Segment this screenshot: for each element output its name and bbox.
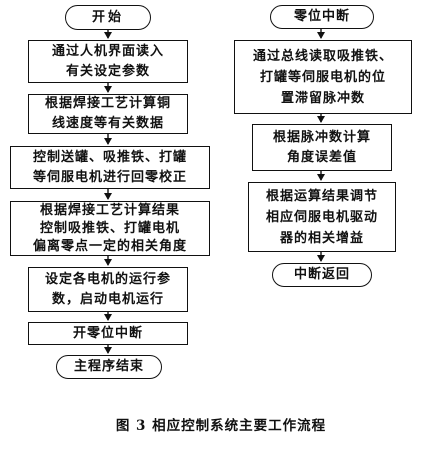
adjust-gain-step: 根据运算结果调节 相应伺服电机驱动 器的相关增益	[248, 182, 396, 252]
interrupt-return-node: 中断返回	[272, 263, 372, 287]
main-program-end-node: 主程序结束	[56, 355, 162, 379]
zero-interrupt-node: 零位中断	[270, 5, 374, 29]
homing-calibration-step: 控制送罐、吸推铁、打罐 等伺服电机进行回零校正	[10, 146, 210, 189]
enable-zero-interrupt-step: 开零位中断	[28, 322, 188, 345]
read-parameters-step: 通过人机界面读入 有关设定参数	[28, 40, 188, 83]
compute-angle-error-step: 根据脉冲数计算 角度误差值	[252, 124, 392, 171]
offset-angle-step: 根据焊接工艺计算结果 控制吸推铁、打罐电机 偏离零点一定的相关角度	[10, 201, 210, 256]
figure-caption: 图 3 相应控制系统主要工作流程	[115, 418, 327, 434]
read-pulse-count-step: 通过总线读取吸推铁、 打罐等伺服电机的位 置滞留脉冲数	[234, 40, 412, 114]
set-run-parameters-step: 设定各电机的运行参 数，启动电机运行	[28, 267, 188, 312]
compute-speed-step: 根据焊接工艺计算铜 线速度等有关数据	[28, 94, 188, 134]
start-node: 开始	[65, 5, 151, 30]
